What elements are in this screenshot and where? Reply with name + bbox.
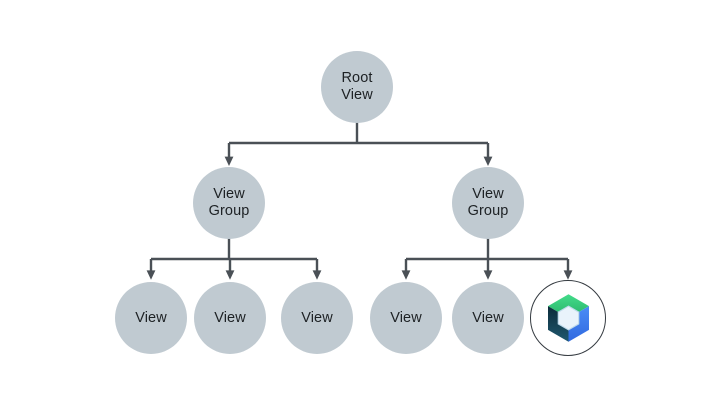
node-view-group-left-label-line1: View xyxy=(213,186,245,202)
node-root-view: Root View xyxy=(321,51,393,123)
node-view-1: View xyxy=(115,282,187,354)
node-view-4-label: View xyxy=(390,309,422,326)
node-view-1-label: View xyxy=(135,309,167,326)
node-view-2: View xyxy=(194,282,266,354)
arrowhead-icon xyxy=(224,156,234,166)
node-root-view-label-line2: View xyxy=(341,87,373,103)
node-view-group-left-label-line2: Group xyxy=(208,203,250,219)
node-view-group-right-label-line2: Group xyxy=(467,203,509,219)
arrowhead-icon xyxy=(483,156,493,166)
node-view-3-label: View xyxy=(301,309,333,326)
node-view-5: View xyxy=(452,282,524,354)
arrowhead-icon xyxy=(225,270,235,280)
arrowhead-icon xyxy=(563,270,573,280)
arrowhead-icon xyxy=(483,270,493,280)
node-view-group-right: View Group xyxy=(452,167,524,239)
arrowhead-icon xyxy=(401,270,411,280)
node-view-5-label: View xyxy=(472,309,504,326)
node-view-4: View xyxy=(370,282,442,354)
node-root-view-label-line1: Root xyxy=(341,70,373,86)
node-view-2-label: View xyxy=(214,309,246,326)
arrowhead-icon xyxy=(312,270,322,280)
jetpack-compose-logo-icon xyxy=(547,294,589,342)
node-compose xyxy=(530,280,606,356)
node-view-3: View xyxy=(281,282,353,354)
node-view-group-right-label-line1: View xyxy=(472,186,504,202)
node-view-group-left: View Group xyxy=(193,167,265,239)
arrowhead-icon xyxy=(146,270,156,280)
